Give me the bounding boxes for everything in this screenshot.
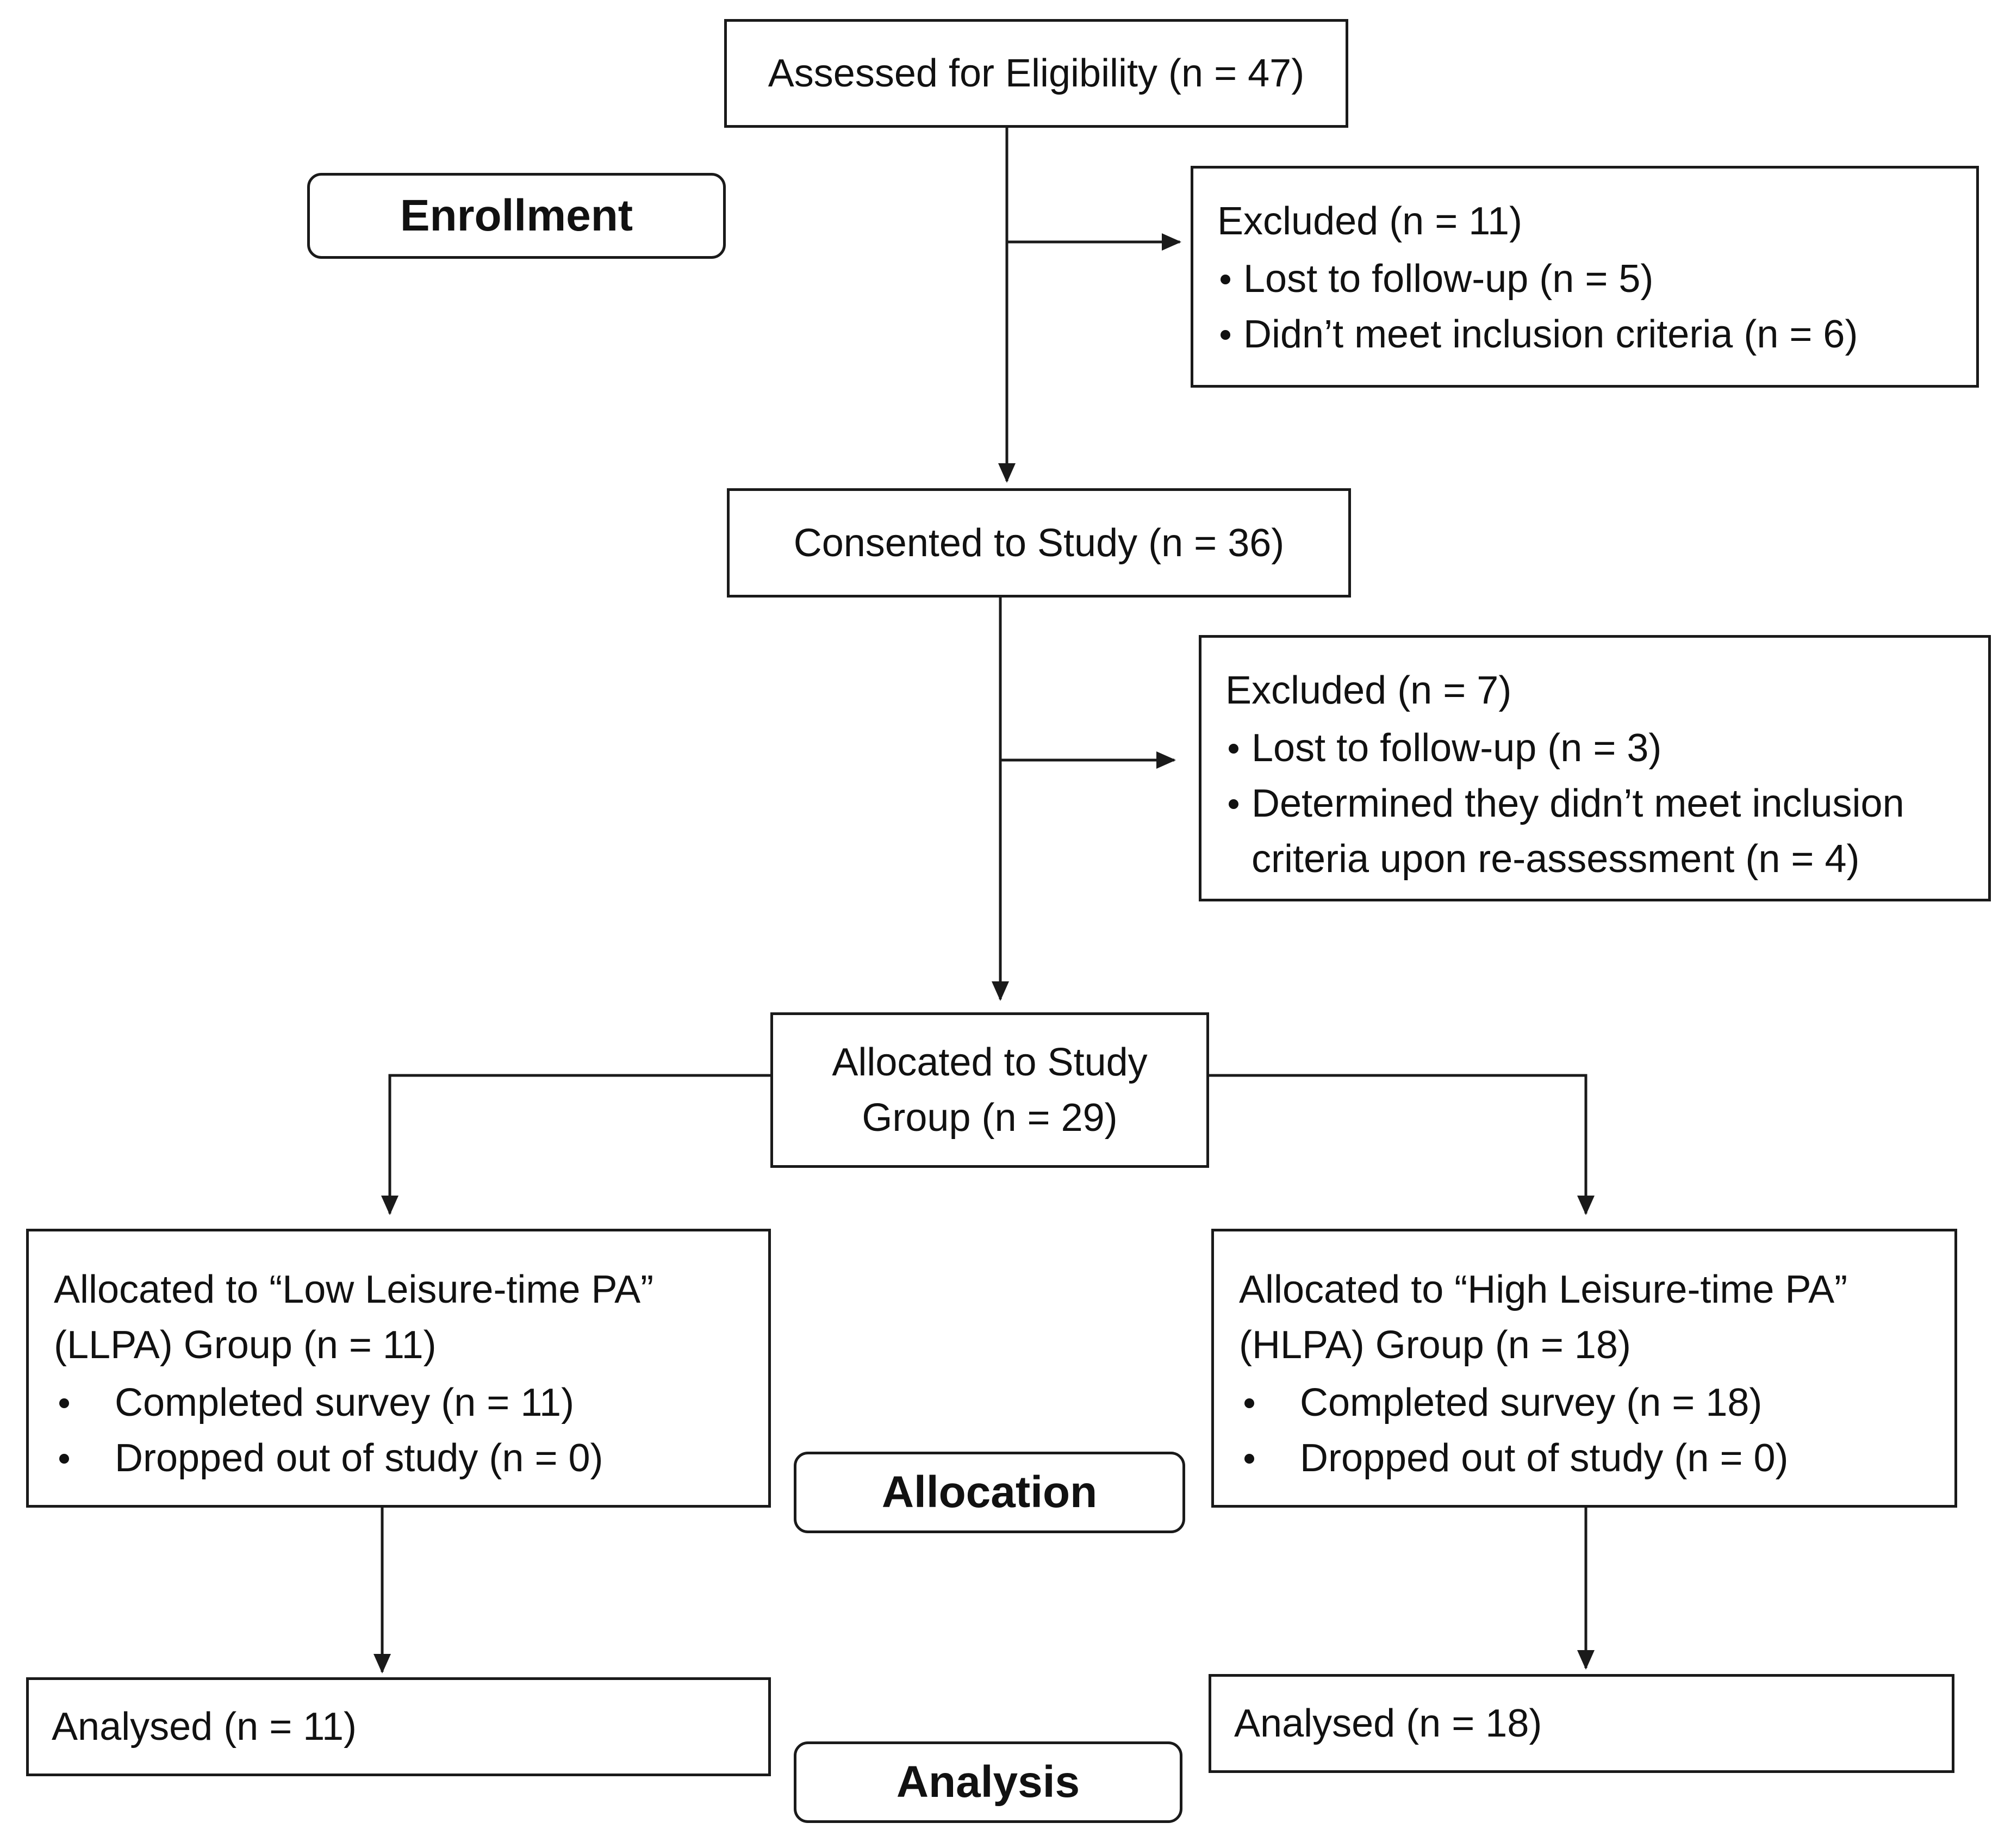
arrowhead-llpa [381,1196,399,1215]
stage-enrollment: Enrollment [307,173,726,259]
assessed-box: Assessed for Eligibility (n = 47) [724,19,1348,128]
excluded-1-item: Lost to follow-up (n = 5) [1217,251,1954,307]
llpa-item: Completed survey (n = 11) [54,1375,746,1430]
excluded-2-item: Lost to follow-up (n = 3) [1225,720,1966,776]
stage-allocation-label: Allocation [881,1467,1098,1517]
arrow-to-hlpa [1209,1074,1587,1214]
arrowhead-consented [998,463,1016,483]
analysed-hlpa-text: Analysed (n = 18) [1234,1702,1542,1745]
arrowhead-excluded-1 [1162,233,1181,251]
arrowhead-allocated [992,981,1009,1001]
stage-allocation: Allocation [794,1452,1185,1533]
llpa-group-box: Allocated to “Low Leisure-time PA” (LLPA… [26,1229,771,1508]
allocated-line-2: Group (n = 29) [862,1096,1118,1140]
arrowhead-analysed-hlpa [1577,1650,1595,1670]
excluded-2-item: Determined they didn’t meet inclusion cr… [1225,776,1966,887]
hlpa-line-1: Allocated to “High Leisure-time PA” [1239,1268,1848,1311]
arrow-to-llpa [388,1074,772,1214]
consented-text: Consented to Study (n = 36) [793,521,1285,565]
llpa-line-1: Allocated to “Low Leisure-time PA” [54,1268,654,1311]
hlpa-line-2: (HLPA) Group (n = 18) [1239,1323,1631,1367]
hlpa-item: Completed survey (n = 18) [1239,1375,1933,1430]
arrowhead-analysed-llpa [373,1654,391,1673]
analysed-llpa-text: Analysed (n = 11) [52,1705,357,1749]
arrowhead-hlpa [1577,1196,1595,1215]
excluded-1-item: Didn’t meet inclusion criteria (n = 6) [1217,307,1954,362]
excluded-1-list: Lost to follow-up (n = 5) Didn’t meet in… [1217,251,1954,362]
excluded-2-heading: Excluded (n = 7) [1225,669,1512,712]
hlpa-group-box: Allocated to “High Leisure-time PA” (HLP… [1211,1229,1957,1508]
hlpa-item: Dropped out of study (n = 0) [1239,1430,1933,1486]
llpa-list: Completed survey (n = 11) Dropped out of… [54,1375,746,1486]
analysed-hlpa-box: Analysed (n = 18) [1209,1674,1954,1773]
stage-analysis-label: Analysis [896,1757,1080,1807]
excluded-1-heading: Excluded (n = 11) [1217,200,1522,243]
arrowhead-excluded-2 [1156,751,1176,769]
hlpa-list: Completed survey (n = 18) Dropped out of… [1239,1375,1933,1486]
consented-box: Consented to Study (n = 36) [727,488,1351,598]
llpa-line-2: (LLPA) Group (n = 11) [54,1323,437,1367]
excluded-box-2: Excluded (n = 7) Lost to follow-up (n = … [1199,635,1991,901]
assessed-text: Assessed for Eligibility (n = 47) [768,52,1305,95]
allocated-line-1: Allocated to Study [832,1041,1148,1084]
stage-enrollment-label: Enrollment [400,191,633,240]
analysed-llpa-box: Analysed (n = 11) [26,1677,771,1776]
excluded-box-1: Excluded (n = 11) Lost to follow-up (n =… [1191,166,1979,388]
excluded-2-list: Lost to follow-up (n = 3) Determined the… [1225,720,1966,887]
allocated-box: Allocated to Study Group (n = 29) [770,1012,1209,1168]
llpa-item: Dropped out of study (n = 0) [54,1430,746,1486]
stage-analysis: Analysis [794,1741,1182,1823]
